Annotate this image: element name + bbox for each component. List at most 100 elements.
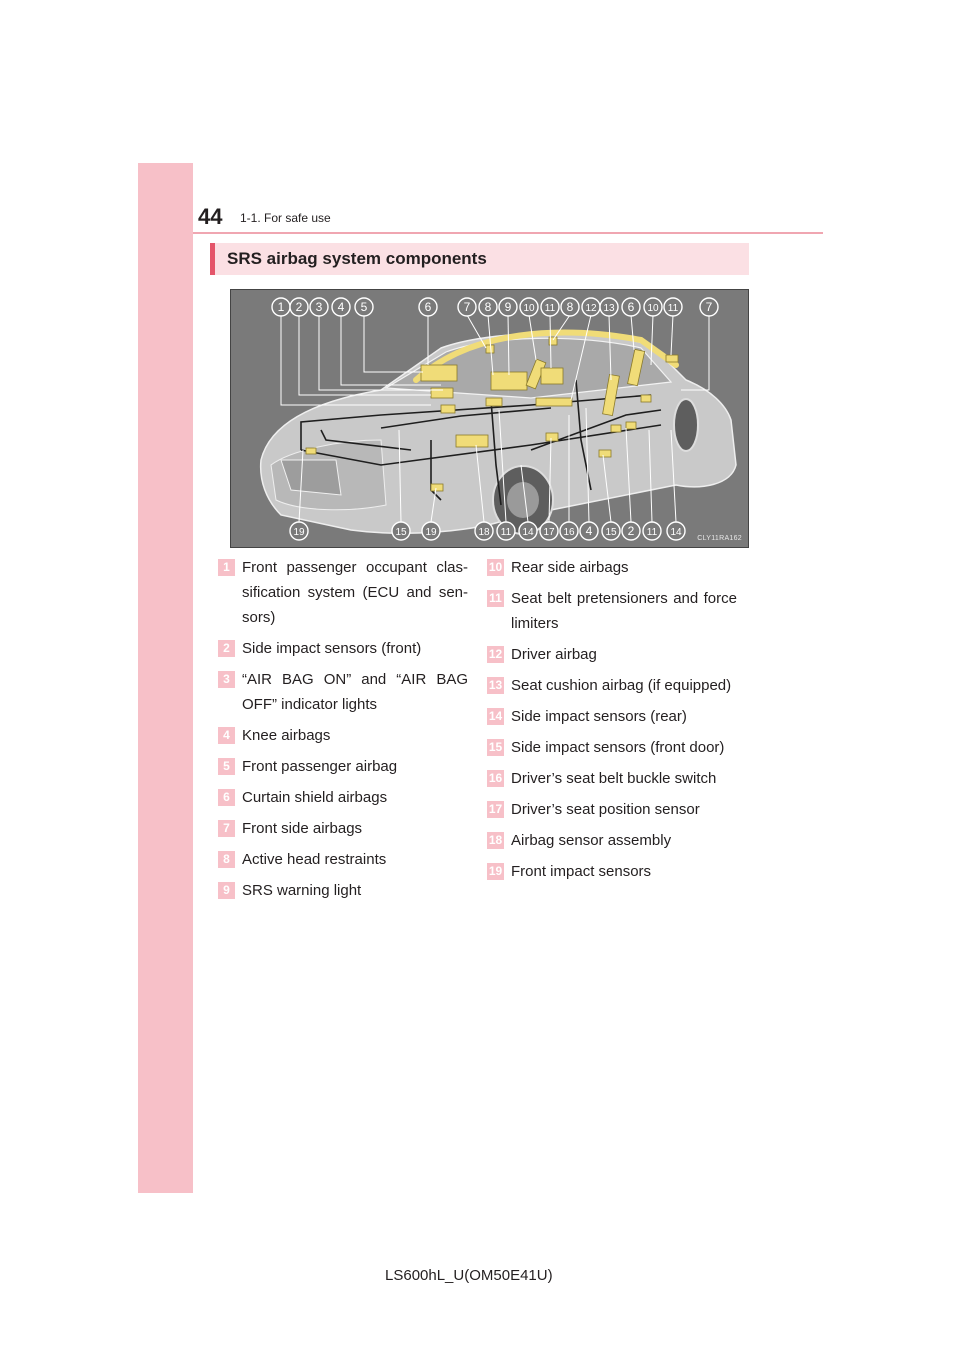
callout-number: 6 [628, 300, 635, 314]
callout-circle [599, 297, 619, 317]
callout-circle [579, 521, 599, 541]
callout-circle [663, 297, 683, 317]
callout-circle [418, 297, 438, 317]
callout-number: 18 [478, 527, 490, 538]
callout-number: 2 [628, 524, 635, 538]
legend-item-text: Seat cushion airbag (if equipped) [511, 677, 732, 694]
legend-item: 13 Seat cushion airbag (if equipped) [487, 673, 737, 698]
side-tab-band [138, 163, 193, 1193]
callout-circle [518, 521, 538, 541]
legend-number-badge: 7 [218, 820, 235, 837]
callout-circle [540, 297, 560, 317]
callout-number: 19 [425, 527, 437, 538]
callout-circle [391, 521, 411, 541]
legend-item-text: Driver airbag [511, 646, 597, 663]
legend-number-badge: 16 [487, 770, 504, 787]
legend-item: 18 Airbag sensor assembly [487, 828, 737, 853]
callout-number: 14 [522, 527, 534, 538]
legend-item: 3 “AIR BAG ON” and “AIR BAG OFF” indicato… [218, 667, 468, 717]
callout-circle [457, 297, 477, 317]
callout-number: 7 [464, 300, 471, 314]
section-heading-text: SRS airbag system components [227, 249, 487, 268]
callout-number: 5 [361, 300, 368, 314]
legend-number-badge: 8 [218, 851, 235, 868]
callout-circle [421, 521, 441, 541]
legend-number-badge: 13 [487, 677, 504, 694]
callout-circle [643, 297, 663, 317]
legend-number-badge: 11 [487, 590, 504, 607]
callout-circle [496, 521, 516, 541]
callout-number: 4 [586, 524, 593, 538]
callout-number: 10 [523, 303, 535, 314]
legend-item: 15 Side impact sensors (front door) [487, 735, 737, 760]
legend-item-text: Driver’s seat belt buckle switch [511, 770, 717, 787]
callout-circle [289, 297, 309, 317]
legend-item-text: Rear side airbags [511, 559, 629, 576]
callout-number: 12 [585, 303, 597, 314]
callout-circle [289, 521, 309, 541]
legend-item: 6 Curtain shield airbags [218, 785, 468, 810]
section-title: 1-1. For safe use [240, 211, 331, 225]
legend-item-text: Knee airbags [242, 727, 331, 744]
legend-item-text: SRS warning light [242, 882, 362, 899]
callout-number: 9 [505, 300, 512, 314]
callout-number: 13 [603, 303, 615, 314]
legend-item: 8 Active head restraints [218, 847, 468, 872]
legend-item: 16 Driver’s seat belt buckle switch [487, 766, 737, 791]
legend-item: 14 Side impact sensors (rear) [487, 704, 737, 729]
callout-number: 3 [316, 300, 323, 314]
callout-circle [621, 521, 641, 541]
legend-item: 1 Front passenger occupant clas-sificatio… [218, 555, 468, 630]
callout-number: 4 [338, 300, 345, 314]
header-divider [193, 232, 823, 234]
callout-circle [309, 297, 329, 317]
callout-number: 14 [670, 527, 682, 538]
legend-item-text: Active head restraints [242, 851, 387, 868]
legend-number-badge: 18 [487, 832, 504, 849]
callout-circle [478, 297, 498, 317]
callout-circle [539, 521, 559, 541]
callout-number: 11 [501, 527, 512, 538]
legend-number-badge: 1 [218, 559, 235, 576]
legend-item-text: Curtain shield airbags [242, 789, 388, 806]
legend-number-badge: 12 [487, 646, 504, 663]
callout-number: 8 [567, 300, 574, 314]
callout-circle [699, 297, 719, 317]
legend-item-text: Side impact sensors (rear) [511, 708, 687, 725]
legend-number-badge: 14 [487, 708, 504, 725]
callout-number: 2 [296, 300, 303, 314]
legend-number-badge: 6 [218, 789, 235, 806]
page-number: 44 [198, 204, 223, 229]
legend-column-left: 1 Front passenger occupant clas-sificatio… [218, 555, 468, 909]
callout-number: 10 [647, 303, 659, 314]
legend-number-badge: 19 [487, 863, 504, 880]
legend-item-text: Front passenger occupant clas-sification… [242, 559, 468, 626]
legend-item-text: Front passenger airbag [242, 758, 398, 775]
callout-circle [474, 521, 494, 541]
callout-number: 1 [278, 300, 285, 314]
legend-number-badge: 15 [487, 739, 504, 756]
callout-circle [560, 297, 580, 317]
legend-item-text: Side impact sensors (front) [242, 640, 422, 657]
callout-number: 7 [706, 300, 713, 314]
legend-item-text: Airbag sensor assembly [511, 832, 672, 849]
legend-item-text: “AIR BAG ON” and “AIR BAG OFF” indicator… [242, 671, 468, 713]
legend-number-badge: 3 [218, 671, 235, 688]
callout-number: 19 [293, 527, 305, 538]
legend-number-badge: 10 [487, 559, 504, 576]
figure-code: CLY11RA162 [697, 535, 742, 542]
legend-item-text: Side impact sensors (front door) [511, 739, 725, 756]
callout-number: 11 [668, 303, 679, 314]
callout-circle [498, 297, 518, 317]
callout-number: 15 [395, 527, 407, 538]
